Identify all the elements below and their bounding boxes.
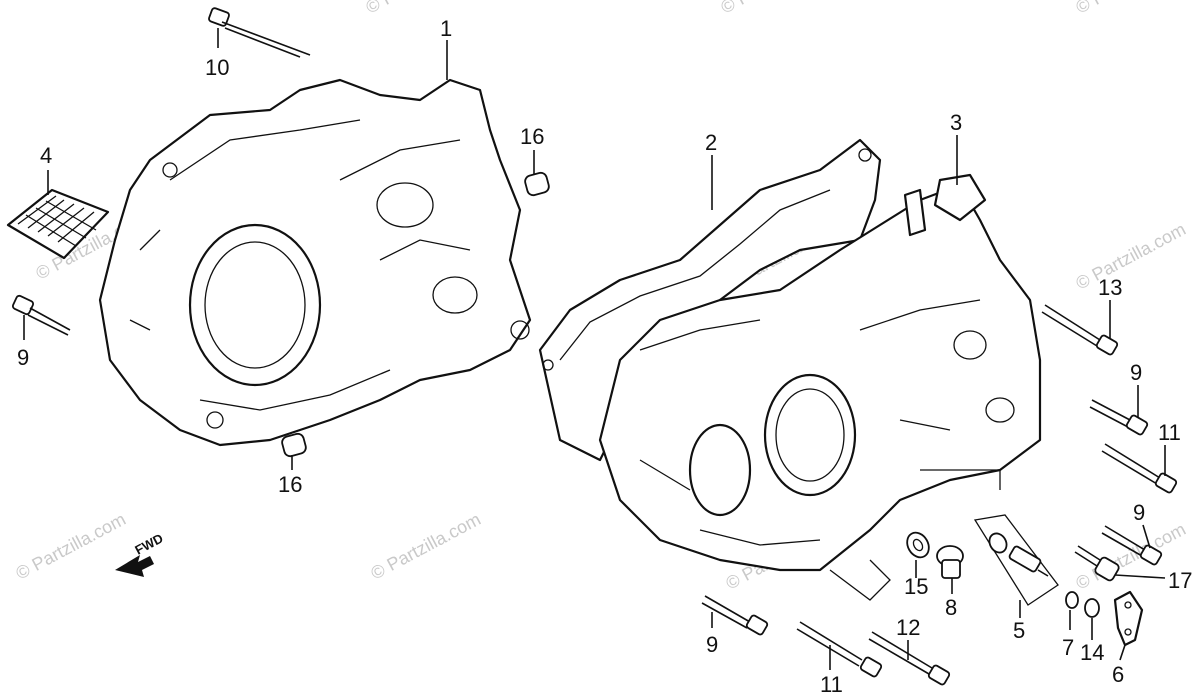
callout-4: 4	[40, 143, 52, 168]
callout-9-right-lower: 9	[1133, 500, 1145, 525]
callout-16-upper: 16	[520, 124, 544, 149]
bolt-9-right-lower	[1101, 525, 1163, 566]
bolt-12	[868, 631, 951, 686]
nut-14	[1084, 598, 1100, 618]
callout-15: 15	[904, 574, 928, 599]
bolt-17	[1074, 545, 1120, 582]
callout-17: 17	[1168, 568, 1192, 593]
watermark: © Partzilla.com	[717, 0, 833, 18]
watermark: © Partzilla.com	[1072, 0, 1188, 18]
watermark: © Partzilla.com	[367, 509, 483, 584]
watermark: © Partzilla.com	[1072, 219, 1188, 294]
callout-16-lower: 16	[278, 472, 302, 497]
right-crankcase-half	[598, 173, 1042, 601]
dowel-pin-lower	[281, 432, 307, 458]
callout-9-bottom: 9	[706, 632, 718, 657]
watermark: © Partzilla.com	[12, 509, 128, 584]
oil-strainer-screen	[6, 188, 110, 260]
fwd-arrow-icon	[115, 555, 154, 577]
neutral-switch-5	[973, 514, 1059, 606]
callout-12: 12	[896, 615, 920, 640]
washer-15	[906, 531, 930, 559]
callout-8: 8	[945, 595, 957, 620]
callout-9-left: 9	[17, 345, 29, 370]
callout-labels: 1 2 3 4 5 6 7 8 9 9 9 9 10 11 11 12 13 1…	[17, 16, 1192, 697]
bolt-9-right-upper	[1089, 399, 1149, 436]
callout-13: 13	[1098, 275, 1122, 300]
watermark: © Partzilla.com	[362, 0, 478, 18]
bolt-10	[208, 7, 311, 58]
callout-1: 1	[440, 16, 452, 41]
forward-arrow: FWD	[115, 531, 166, 577]
fwd-label: FWD	[132, 531, 165, 558]
leader-lines	[23, 28, 1166, 670]
bolt-9-left	[11, 294, 71, 336]
bolt-11-right	[1101, 443, 1178, 494]
callout-14: 14	[1080, 640, 1104, 665]
bolt-13	[1041, 304, 1119, 356]
callout-7: 7	[1062, 635, 1074, 660]
callout-6: 6	[1112, 662, 1124, 687]
callout-11-bottom: 11	[820, 672, 843, 697]
bracket-6	[1113, 590, 1144, 647]
callout-3: 3	[950, 110, 962, 135]
callout-2: 2	[705, 130, 717, 155]
callout-9-right-upper: 9	[1130, 360, 1142, 385]
bolt-9-bottom	[701, 595, 769, 636]
washer-7	[1065, 591, 1079, 609]
callout-11-right: 11	[1158, 420, 1181, 445]
bolt-11-bottom	[796, 621, 883, 678]
left-crankcase-half	[98, 78, 532, 447]
callout-5: 5	[1013, 618, 1025, 643]
dowel-pin-upper	[524, 171, 550, 197]
callout-10: 10	[205, 55, 229, 80]
drain-plug-8	[936, 545, 964, 579]
